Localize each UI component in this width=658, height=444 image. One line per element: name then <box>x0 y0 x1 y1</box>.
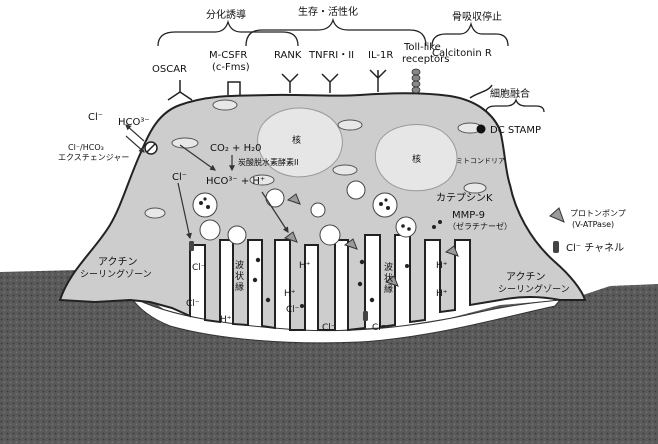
cathepsin-label: カテプシンK <box>436 192 493 204</box>
legend-proton-pump-label-2: (V-ATPase) <box>572 220 614 229</box>
exchanger-label-2: エクスチェンジャー <box>58 153 129 162</box>
dcstamp-label: DC STAMP <box>490 125 541 136</box>
ruffled-border-char: 縁 <box>384 283 393 295</box>
cl-label: Cl⁻ <box>186 299 200 309</box>
vesicle <box>193 193 217 217</box>
mcsfr-receptor <box>228 82 240 95</box>
actin-label-left: アクチン <box>98 256 138 268</box>
mitochondrion <box>213 100 237 110</box>
rank-label: RANK <box>274 50 302 61</box>
tnfr-receptor <box>322 74 338 93</box>
hco3-outside-label: HCO³⁻ <box>118 117 150 128</box>
h-plus-label: H⁺ <box>220 315 232 325</box>
mitochondrion <box>338 120 362 130</box>
actin-label-right: アクチン <box>506 271 546 283</box>
oscar-label: OSCAR <box>152 64 187 75</box>
category-differentiation: 分化誘導 <box>206 8 246 21</box>
ruffled-border-char: 状 <box>384 272 393 284</box>
vesicle <box>200 220 220 240</box>
h-plus-label: H⁺ <box>299 261 311 271</box>
h-plus-label: H⁺ <box>284 289 296 299</box>
mcsfr-label-2: (c-Fms) <box>212 62 250 73</box>
ruffled-border-char: 波 <box>384 261 393 273</box>
oscar-receptor <box>168 80 192 100</box>
mcsfr-label: M-CSFR <box>209 50 247 61</box>
nucleus-label-2: 核 <box>412 153 421 165</box>
cl-label: Cl⁻ <box>286 305 300 315</box>
category-fusion: 細胞融合 <box>490 87 530 100</box>
h-plus-label: H⁺ <box>436 289 448 299</box>
co2-h2o-label: CO₂ + H₂0 <box>210 143 262 154</box>
mitochondrion <box>145 208 165 218</box>
cl-label: Cl⁻ <box>322 323 336 333</box>
hco3-h-label: HCO³⁻ + H⁺ <box>206 176 265 187</box>
il1r-receptor <box>370 70 386 92</box>
legend-proton-pump-icon <box>550 208 564 222</box>
mitochondrion <box>464 183 486 193</box>
ruffled-border-char: 縁 <box>235 281 244 293</box>
exchanger-label: Cl⁻/HCO₃ <box>68 143 104 152</box>
ruffled-border-char: 波 <box>235 259 244 271</box>
mitochondrion <box>333 165 357 175</box>
tnfr-label: TNFRI・II <box>308 50 354 61</box>
category-resorption-stop: 骨吸収停止 <box>452 10 502 23</box>
il1r-label: IL-1R <box>368 50 393 61</box>
vesicle <box>373 193 397 217</box>
vesicle <box>266 189 284 207</box>
vesicle <box>228 226 246 244</box>
vesicle <box>347 181 365 199</box>
sealing-zone-label-right: シーリングゾーン <box>498 283 570 295</box>
category-survival: 生存・活性化 <box>298 5 358 18</box>
vesicle <box>311 203 325 217</box>
calcitonin-label: Calcitonin R <box>432 48 492 59</box>
carbonic-anhydrase-label: 炭酸脱水素酵素II <box>238 157 299 167</box>
gelatinase-label: （ゼラチナーゼ） <box>448 221 512 231</box>
vesicle <box>396 217 416 237</box>
legend-proton-pump-label: プロトンポンプ <box>570 209 626 218</box>
cl-inside-label: Cl⁻ <box>172 172 187 183</box>
cl-label: Cl⁻ <box>192 263 206 273</box>
mitochondrion <box>172 138 198 148</box>
legend-cl-channel-icon <box>553 241 559 253</box>
dcstamp-marker <box>477 125 486 134</box>
sealing-zone-label-left: シーリングゾーン <box>80 268 152 280</box>
vesicle <box>320 225 340 245</box>
mitochondria-label: ミトコンドリア <box>456 157 505 165</box>
legend-cl-channel-label: Cl⁻ チャネル <box>566 242 624 254</box>
h-plus-label: H⁺ <box>436 261 448 271</box>
cl-channel <box>189 241 194 251</box>
rank-receptor <box>282 74 298 93</box>
cl-outside-label: Cl⁻ <box>88 112 103 123</box>
calcitonin-receptor <box>470 85 492 98</box>
ruffled-border-char: 状 <box>235 270 244 282</box>
nucleus-label-1: 核 <box>292 134 301 146</box>
toll-receptor <box>412 69 420 93</box>
mmp9-label: MMP-9 <box>452 210 485 221</box>
cl-channel <box>363 311 368 321</box>
cl-label: Cl⁻ <box>372 323 386 333</box>
